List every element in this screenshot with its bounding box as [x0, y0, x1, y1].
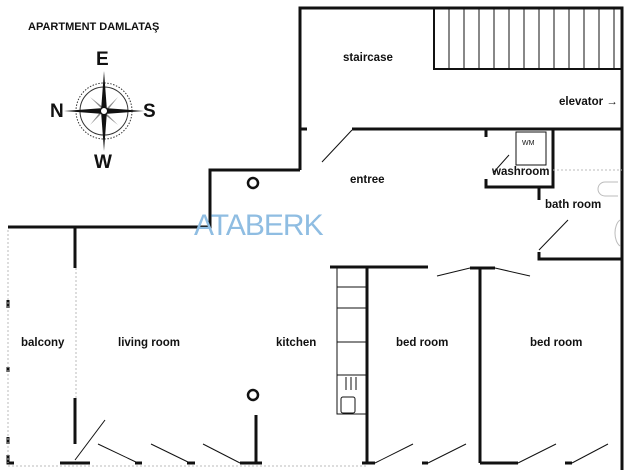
- label-bedroom-2: bed room: [530, 337, 583, 349]
- stairs: [433, 7, 623, 70]
- plan-title: APARTMENT DAMLATAŞ: [28, 21, 160, 33]
- label-washing-machine: WM: [522, 140, 535, 147]
- doors: [74, 129, 609, 464]
- column-circle: [246, 176, 260, 190]
- toilet-icon: [597, 181, 621, 247]
- compass-west: W: [94, 152, 112, 173]
- kitchen-counter: [336, 267, 368, 415]
- label-elevator: elevator →: [559, 96, 618, 108]
- label-living-room: living room: [118, 337, 180, 349]
- compass-rose-icon: [64, 71, 144, 151]
- label-kitchen: kitchen: [276, 337, 317, 349]
- compass-east: E: [96, 49, 109, 70]
- washing-machine: [515, 131, 547, 166]
- label-bedroom-1: bed room: [396, 337, 449, 349]
- watermark-logo: ATABERK: [194, 209, 324, 242]
- label-entree: entree: [350, 174, 385, 186]
- label-staircase: staircase: [343, 52, 393, 64]
- label-washroom: washroom: [492, 166, 550, 178]
- label-bathroom: bath room: [545, 199, 602, 211]
- column-circle: [246, 388, 260, 402]
- compass-north: N: [50, 101, 64, 122]
- label-balcony: balcony: [21, 337, 65, 349]
- dashed-lines: [7, 169, 622, 467]
- stair-steps: [448, 8, 615, 69]
- compass-south: S: [143, 101, 156, 122]
